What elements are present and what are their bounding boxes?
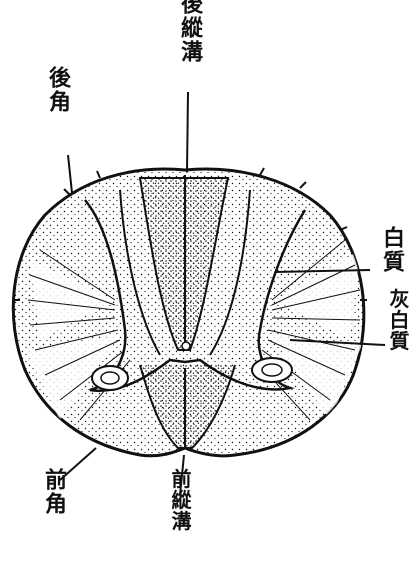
label-anterior-median-fissure: 前縱溝 [168,467,192,531]
label-posterior-horn: 後角 [45,65,71,114]
label-posterior-median-sulcus: 後縱溝 [177,0,203,64]
label-anterior-horn: 前角 [41,467,67,516]
posterior-horn-leader [68,155,72,193]
label-white-matter: 白質 [379,225,405,274]
label-grey-matter: 灰白質 [386,287,410,351]
posterior-median-sulcus-leader [187,92,188,172]
